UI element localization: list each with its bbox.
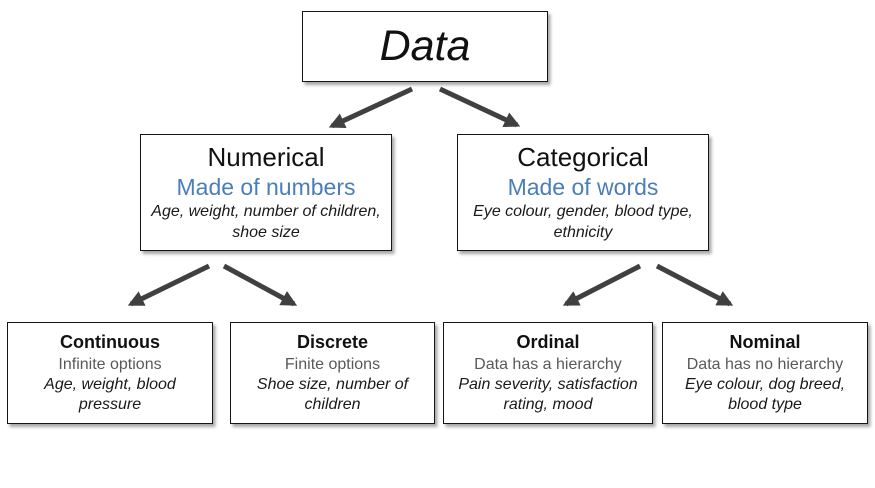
arrow-numerical-continuous <box>127 263 211 307</box>
node-discrete-subtitle: Finite options <box>284 355 381 373</box>
arrow-categorical-ordinal <box>562 263 642 307</box>
node-categorical: Categorical Made of words Eye colour, ge… <box>457 134 709 251</box>
node-nominal-title: Nominal <box>729 332 801 353</box>
node-ordinal: Ordinal Data has a hierarchy Pain severi… <box>443 322 653 424</box>
node-continuous-title: Continuous <box>60 332 160 353</box>
arrow-data-numerical <box>328 86 414 129</box>
node-nominal-examples: Eye colour, dog breed, blood type <box>684 375 846 413</box>
arrow-data-categorical <box>438 86 521 128</box>
node-categorical-subtitle: Made of words <box>507 173 659 200</box>
node-categorical-examples: Eye colour, gender, blood type, ethnicit… <box>473 203 693 241</box>
node-discrete-title: Discrete <box>296 332 369 353</box>
node-continuous-examples: Age, weight, blood pressure <box>44 375 176 413</box>
node-ordinal-title: Ordinal <box>516 332 580 353</box>
node-continuous: Continuous Infinite options Age, weight,… <box>7 322 213 424</box>
node-categorical-title: Categorical <box>517 142 649 173</box>
node-numerical-title: Numerical <box>207 142 325 173</box>
node-numerical: Numerical Made of numbers Age, weight, n… <box>140 134 392 251</box>
node-ordinal-examples: Pain severity, satisfaction rating, mood <box>458 375 638 413</box>
node-ordinal-subtitle: Data has a hierarchy <box>474 355 622 373</box>
node-discrete: Discrete Finite options Shoe size, numbe… <box>230 322 435 424</box>
node-continuous-subtitle: Infinite options <box>58 355 162 373</box>
node-discrete-examples: Shoe size, number of children <box>256 375 409 413</box>
node-numerical-examples: Age, weight, number of children, shoe si… <box>151 203 381 241</box>
node-numerical-subtitle: Made of numbers <box>176 173 356 200</box>
node-data: Data <box>302 11 548 82</box>
node-nominal-subtitle: Data has no hierarchy <box>686 355 844 373</box>
arrow-categorical-nominal <box>655 263 734 307</box>
node-data-label: Data <box>379 22 471 70</box>
arrow-numerical-discrete <box>222 263 298 307</box>
node-nominal: Nominal Data has no hierarchy Eye colour… <box>662 322 868 424</box>
